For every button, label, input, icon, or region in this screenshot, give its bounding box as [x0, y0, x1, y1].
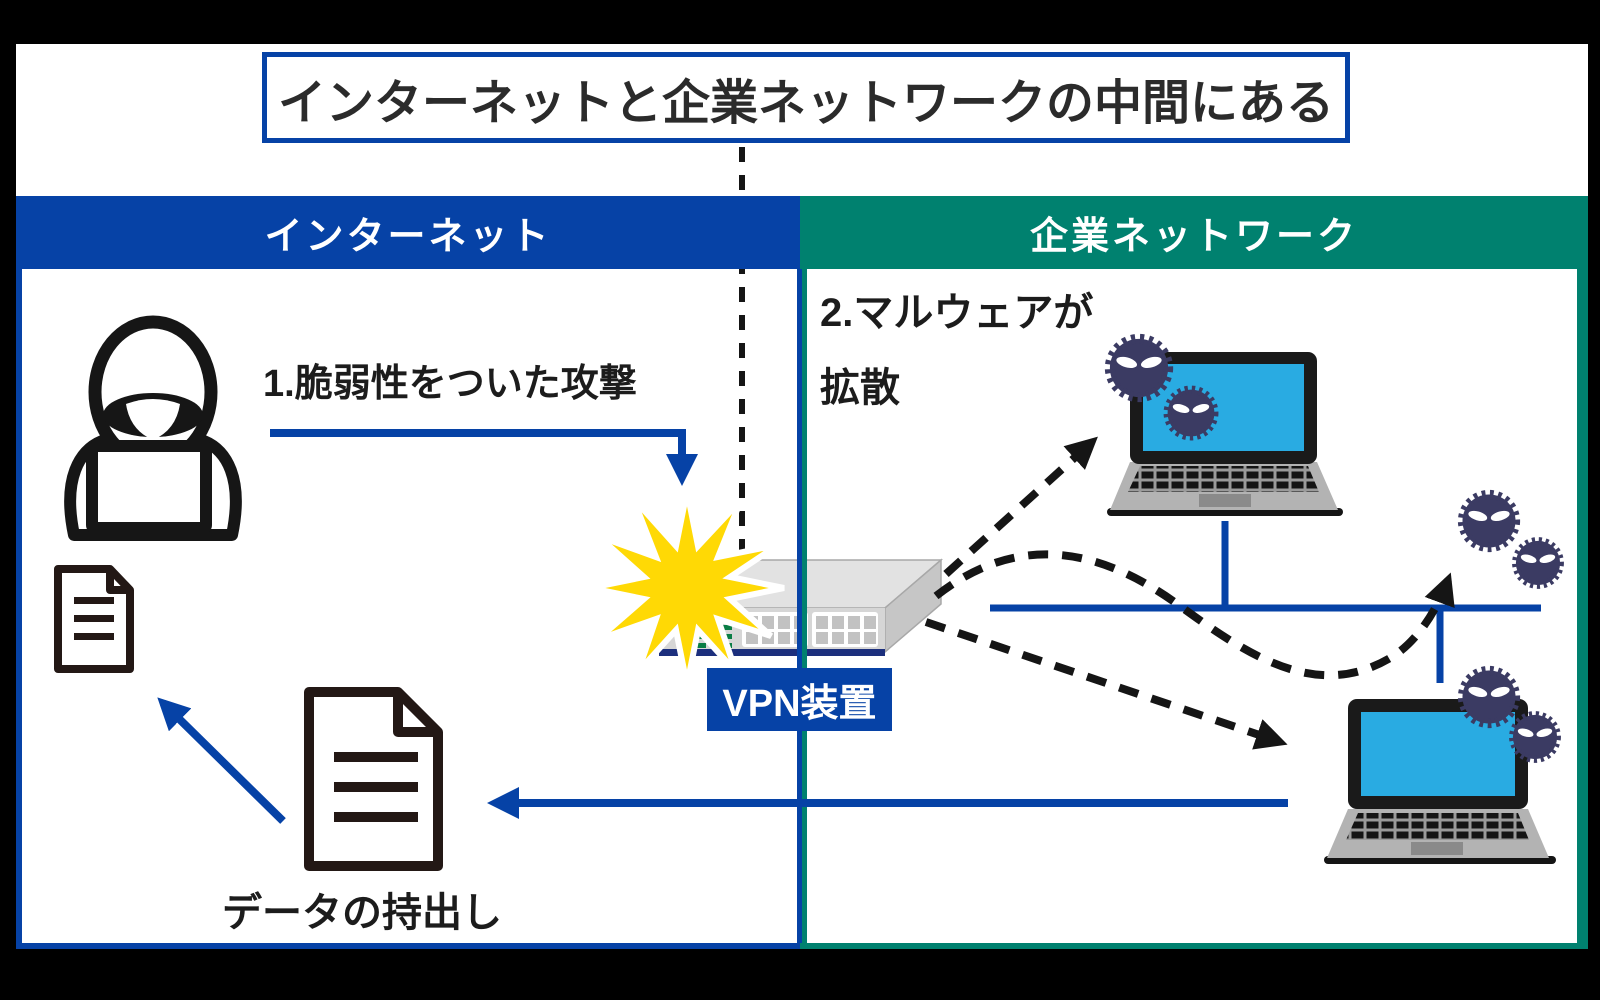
section-header-corporate: 企業ネットワーク [800, 196, 1588, 269]
attack-arrow [270, 429, 698, 486]
title-box: インターネットと企業ネットワークの中間にある [262, 52, 1350, 143]
vpn-device-tag: VPN装置 [707, 668, 892, 731]
page-title: インターネットと企業ネットワークの中間にある [277, 76, 1334, 130]
lan-lines [990, 521, 1541, 683]
attack-flow-arrows [157, 429, 1288, 824]
virus-icon [1462, 670, 1515, 723]
exfiltration-arrow-to-hacker [157, 697, 286, 824]
virus-icon [1513, 715, 1557, 759]
dashed-arrow-to-network-viruses [933, 550, 1455, 680]
document-icon-small [54, 565, 134, 673]
malware-spread-arrows [924, 436, 1455, 750]
section-header-internet: インターネット [16, 196, 800, 269]
laptop-icon-bottom [1324, 699, 1556, 864]
virus-icon [1462, 494, 1515, 547]
corporate-panel-bottom-border [800, 943, 1588, 949]
malware-step-label-line1: 2.マルウェアが [820, 291, 1094, 335]
explosion-icon [589, 490, 785, 686]
internet-panel-left-border [16, 269, 22, 949]
corporate-header-label: 企業ネットワーク [1029, 216, 1358, 258]
internet-header-label: インターネット [264, 216, 552, 258]
vpn-device-label: VPN装置 [722, 683, 877, 725]
corporate-panel-right-border [1577, 269, 1588, 949]
dashed-arrow-to-bottom-laptop [924, 618, 1288, 750]
malware-step-label-line2: 拡散 [820, 366, 900, 410]
virus-icon [1516, 541, 1560, 585]
internet-panel-bottom-border [16, 943, 800, 949]
virus-icon [1168, 390, 1215, 437]
data-exfiltration-label: データの持出し [222, 891, 502, 935]
document-icon-large [304, 687, 443, 871]
switch-ports [742, 612, 878, 647]
attack-step-label: 1.脆弱性をついた攻撃 [263, 363, 637, 405]
hacker-icon [64, 315, 242, 541]
section-divider [797, 269, 807, 949]
virus-icon [1110, 339, 1168, 397]
